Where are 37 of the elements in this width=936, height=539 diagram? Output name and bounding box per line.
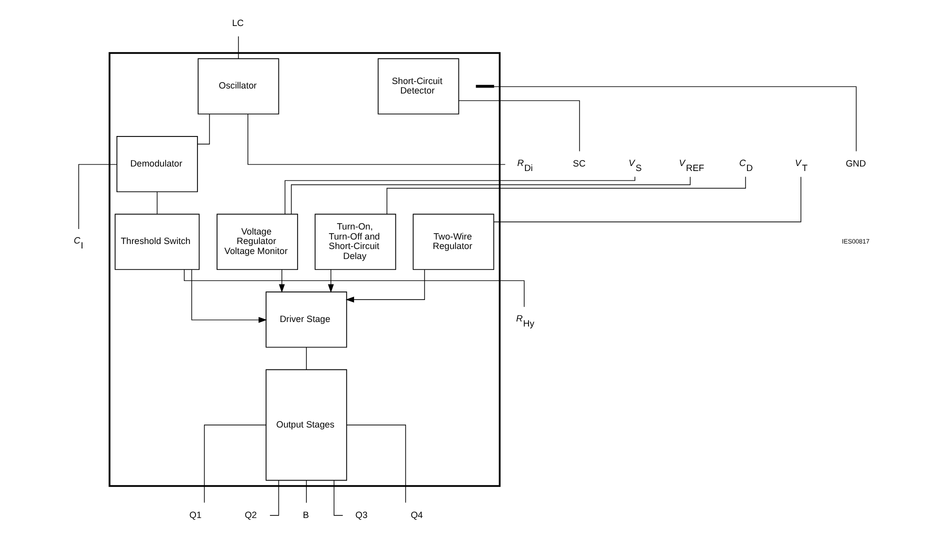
node-bar	[476, 84, 494, 88]
connector	[306, 346, 307, 370]
connector	[494, 176, 802, 222]
node-text: Q4	[410, 510, 423, 520]
connector	[306, 480, 307, 504]
connector	[238, 36, 239, 59]
node-box: Demodulator	[116, 136, 198, 192]
connector	[458, 100, 580, 152]
node-box: Turn-On, Turn-Off and Short-Circuit Delay	[314, 214, 396, 270]
connector	[78, 164, 118, 230]
connector	[290, 176, 691, 214]
connector	[204, 424, 266, 503]
arrow	[328, 269, 334, 293]
node-text: GND	[846, 158, 866, 168]
connector	[493, 86, 857, 152]
node-box: Voltage Regulator Voltage Monitor	[216, 214, 298, 270]
connector	[156, 192, 158, 214]
node-box: Threshold Switch	[114, 214, 200, 270]
arrow	[191, 269, 267, 323]
node-box: Oscillator	[198, 58, 280, 114]
connector	[248, 114, 506, 165]
node-text: Q2	[244, 510, 257, 520]
connector	[184, 269, 525, 308]
node-box: Short-Circuit Detector	[378, 58, 460, 114]
node-text: Q1	[189, 510, 202, 520]
arrow	[346, 269, 425, 303]
arrow	[278, 269, 285, 293]
node-box: Output Stages	[266, 369, 348, 481]
node-box: Two-Wire Regulator	[412, 214, 494, 270]
node-text: B	[302, 510, 309, 520]
node-text: SC	[572, 158, 586, 168]
cluster	[108, 52, 501, 487]
connector	[284, 176, 636, 214]
node-text: Q3	[355, 510, 368, 520]
node-text: LC	[232, 18, 244, 28]
node-box: Driver Stage	[266, 292, 348, 348]
connector	[346, 424, 406, 503]
